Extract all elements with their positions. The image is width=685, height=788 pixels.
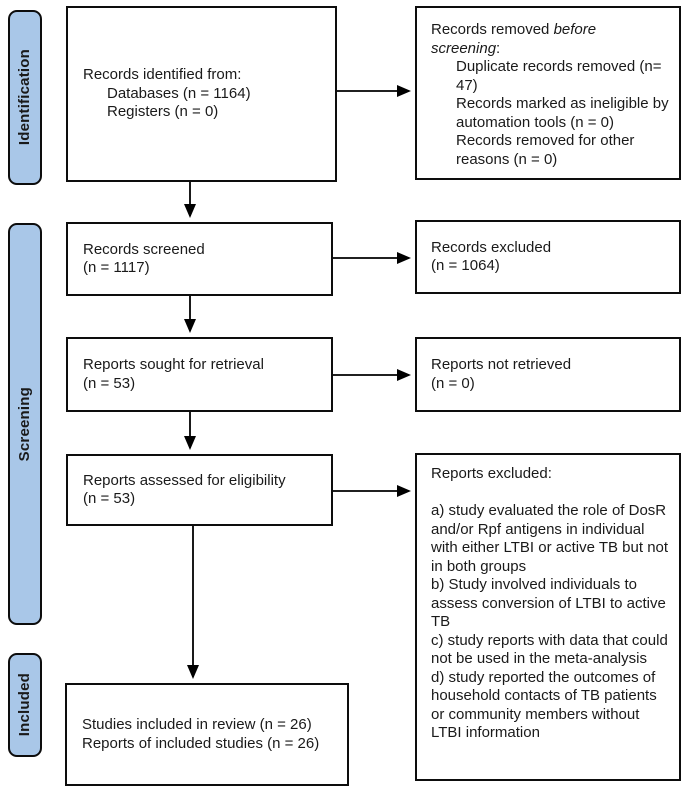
records-removed-heading-italic: before screening xyxy=(431,21,597,57)
box-reports-excluded: Reports excluded: a) study evaluated the… xyxy=(415,453,681,781)
reports-excluded-heading: Reports excluded: xyxy=(431,465,552,482)
reports-excluded-reason-d: d) study reported the outcomes of househ… xyxy=(431,668,657,742)
reports-sought-label: Reports sought for retrieval xyxy=(83,356,264,373)
reports-excluded-reason-a: a) study evaluated the role of DosR and/… xyxy=(431,502,669,575)
records-removed-heading-suffix: : xyxy=(496,39,501,57)
reports-sought-count: (n = 53) xyxy=(83,374,136,392)
stage-label-screening-text: Screening xyxy=(15,386,33,462)
box-reports-sought: Reports sought for retrieval (n = 53) xyxy=(66,337,333,412)
records-identified-line: Records identified from: xyxy=(83,66,242,84)
studies-included-line: Studies included in review (n = 26) xyxy=(82,716,312,733)
box-reports-not-retrieved: Reports not retrieved (n = 0) xyxy=(415,337,681,412)
records-removed-heading-prefix: Records removed xyxy=(431,21,554,38)
box-studies-included: Studies included in review (n = 26) Repo… xyxy=(65,683,349,786)
records-identified-registers: Registers (n = 0) xyxy=(107,103,219,121)
stage-label-included-text: Included xyxy=(15,673,33,737)
records-identified-databases: Databases (n = 1164) xyxy=(107,84,251,102)
reports-not-retrieved-count: (n = 0) xyxy=(431,374,475,392)
stage-label-identification-text: Identification xyxy=(15,49,33,146)
reports-not-retrieved-label: Reports not retrieved xyxy=(431,356,572,373)
records-excluded-label: Records excluded xyxy=(431,238,552,256)
reports-excluded-reason-b: b) Study involved individuals to assess … xyxy=(431,576,666,630)
removed-item-automation: Records marked as ineligible by automati… xyxy=(456,95,669,131)
box-records-removed: Records removed before screening: Duplic… xyxy=(415,6,681,180)
stage-label-identification: Identification xyxy=(8,10,42,185)
box-records-excluded: Records excluded (n = 1064) xyxy=(415,220,681,294)
removed-item-duplicates: Duplicate records removed (n= 47) xyxy=(456,58,662,94)
stage-label-included: Included xyxy=(8,653,42,757)
removed-item-other: Records removed for other reasons (n = 0… xyxy=(456,132,635,168)
reports-included-line: Reports of included studies (n = 26) xyxy=(82,734,320,752)
stage-label-screening: Screening xyxy=(8,223,42,625)
records-removed-heading: Records removed before screening: xyxy=(431,21,641,58)
box-records-screened: Records screened (n = 1117) xyxy=(66,222,333,296)
records-screened-label: Records screened xyxy=(83,240,205,258)
reports-excluded-reason-c: c) study reports with data that could no… xyxy=(431,631,668,668)
box-reports-assessed: Reports assessed for eligibility (n = 53… xyxy=(66,454,333,526)
reports-assessed-label: Reports assessed for eligibility xyxy=(83,471,286,489)
reports-assessed-count: (n = 53) xyxy=(83,490,136,507)
records-excluded-count: (n = 1064) xyxy=(431,257,500,274)
box-records-identified: Records identified from: Databases (n = … xyxy=(66,6,337,182)
records-screened-count: (n = 1117) xyxy=(83,259,150,276)
